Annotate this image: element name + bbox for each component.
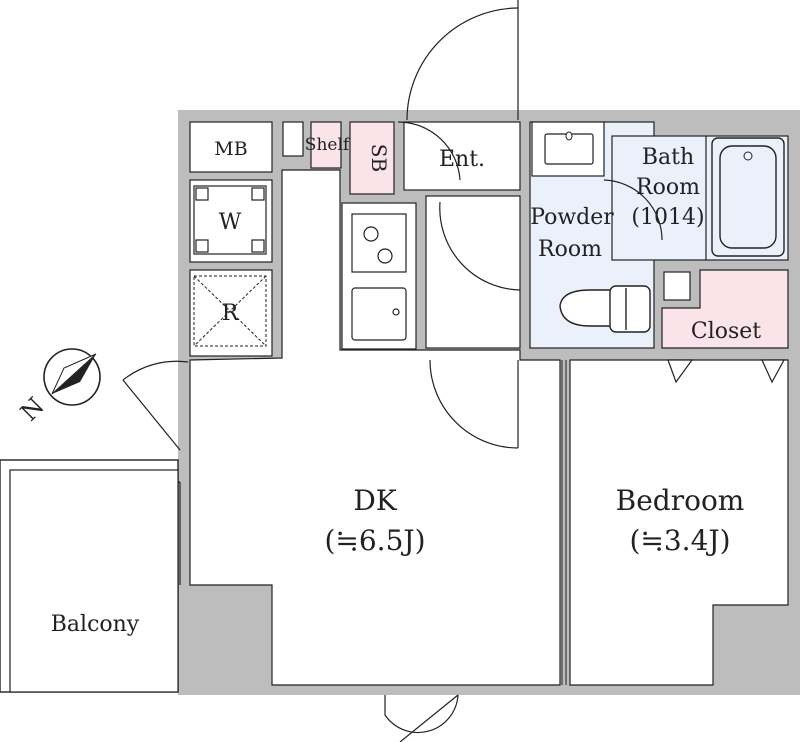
label-bedroom: Bedroom: [616, 484, 745, 517]
label-dk: DK: [353, 484, 397, 517]
compass-label: N: [15, 392, 50, 427]
label-closet: Closet: [691, 319, 761, 344]
pink-storage: [310, 121, 789, 349]
label-bath-1: Bath: [642, 145, 694, 170]
shelf-box: [282, 121, 304, 157]
closet-small-box: [663, 271, 691, 301]
label-entrance: Ent.: [439, 147, 485, 172]
label-shelf: Shelf: [305, 135, 351, 155]
label-powder-1: Powder: [530, 205, 614, 230]
sliding-rails: [561, 360, 567, 685]
fridge-space: [193, 275, 267, 347]
label-mb: MB: [214, 138, 247, 160]
label-sb: SB: [367, 144, 391, 172]
closet-doors: [667, 359, 786, 384]
label-washer: W: [219, 210, 242, 235]
kitchen-appliances: [351, 213, 407, 341]
label-bedroom-size: (≒3.4J): [629, 524, 730, 557]
label-dk-size: (≒6.5J): [324, 524, 425, 557]
label-fridge: R: [222, 301, 240, 326]
compass-icon: [43, 348, 101, 406]
label-powder-2: Room: [538, 237, 602, 262]
label-bath-3: (1014): [631, 205, 704, 230]
tub-drain: [743, 151, 753, 161]
toilet: [559, 285, 651, 333]
label-balcony: Balcony: [51, 612, 140, 637]
label-bath-2: Room: [636, 175, 700, 200]
bathtub-inner: [719, 145, 777, 249]
drain-dot: [565, 131, 573, 141]
doors: [79, 0, 663, 742]
washer-space: [193, 185, 267, 255]
balcony-area: [0, 459, 179, 693]
